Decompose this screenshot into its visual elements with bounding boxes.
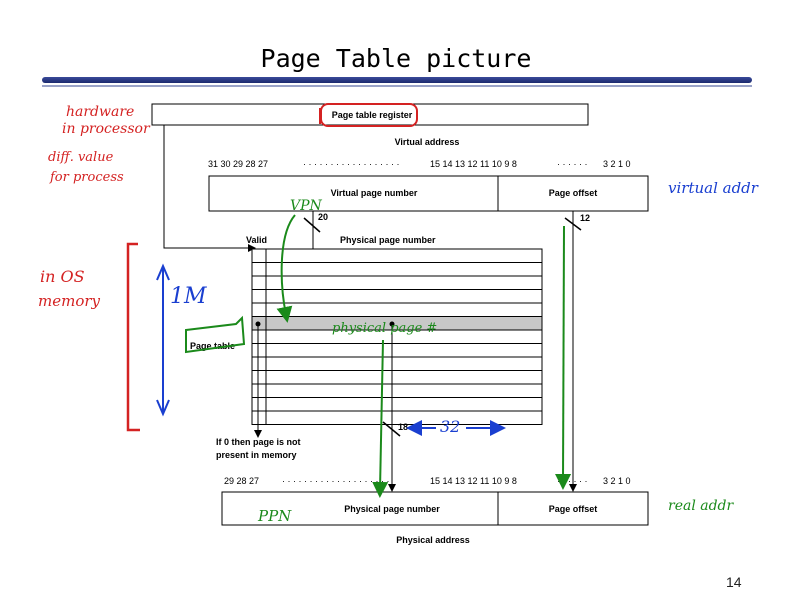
page-table-row [251, 262, 543, 277]
page-table-row [251, 356, 543, 371]
page-table-grid [251, 248, 543, 425]
vpn-width-label: 20 [318, 212, 328, 222]
page-table-row [251, 410, 543, 425]
slide-number: 14 [726, 574, 742, 590]
virtual-address-label: Virtual address [395, 137, 460, 147]
ppn-green-arrow [372, 339, 389, 498]
invalid-note-line2: present in memory [216, 450, 297, 460]
page-table-row [251, 370, 543, 385]
annotation-memory: memory [38, 292, 101, 310]
ppn-width-label: 18 [398, 422, 408, 432]
page-table-callout [185, 315, 246, 354]
register-to-table-line [163, 125, 256, 252]
virtual-page-number-label: Virtual page number [331, 188, 418, 198]
virtual-bits-dots-2: · · · · · · [557, 159, 588, 169]
physical-bits-dots-1: · · · · · · · · · · · · · · · · · · · · [282, 476, 389, 486]
virtual-bits-right: 3 2 1 0 [603, 159, 631, 169]
annotation-real-addr: real addr [668, 498, 735, 514]
annotation-in-processor: in processor [62, 121, 151, 137]
annotation-one-m: 1M [170, 284, 207, 309]
annotation-for-process: for process [49, 170, 124, 185]
annotation-in-os: in OS [40, 267, 85, 286]
physical-bits-dots-2: · · · · · · [557, 476, 588, 486]
physical-address-label: Physical address [396, 535, 470, 545]
physical-page-number-column-label: Physical page number [340, 235, 436, 245]
slide-title: Page Table picture [260, 44, 532, 73]
os-memory-bracket [126, 242, 140, 432]
page-table-row [251, 248, 543, 263]
virtual-bits-dots-1: · · · · · · · · · · · · · · · · · · [303, 159, 399, 169]
virtual-address-box [208, 175, 649, 212]
physical-offset-label: Page offset [549, 504, 598, 514]
annotation-hardware: hardware [66, 104, 134, 120]
physical-page-number-label: Physical page number [344, 504, 440, 514]
invalid-note-line1: If 0 then page is not [216, 437, 301, 447]
offset-green-arrow [555, 225, 572, 490]
annotation-virtual-addr: virtual addr [668, 179, 759, 197]
physical-bits-left: 29 28 27 [224, 476, 259, 486]
physical-bits-right: 3 2 1 0 [603, 476, 631, 486]
page-offset-label: Page offset [549, 188, 598, 198]
page-table-label: Page table [190, 341, 235, 351]
page-table-row [251, 383, 543, 398]
virtual-bits-mid: 15 14 13 12 11 10 9 8 [430, 159, 517, 169]
offset-width-label: 12 [580, 213, 590, 223]
virtual-bits-left: 31 30 29 28 27 [208, 159, 268, 169]
page-table-row [251, 275, 543, 290]
page-table-row [251, 289, 543, 304]
page-table-row [251, 397, 543, 412]
annotation-ppn: PPN [257, 507, 292, 525]
annotation-32: 32 [440, 417, 460, 436]
page-table-row [251, 302, 543, 317]
annotation-physical-page: physical page # [332, 321, 437, 336]
physical-bits-mid: 15 14 13 12 11 10 9 8 [430, 476, 517, 486]
physical-address-box [221, 491, 649, 526]
annotation-diff-value: diff. value [48, 150, 114, 165]
vpn-green-arrow [276, 214, 296, 323]
page-table-row [251, 343, 543, 358]
annotation-vpn: VPN [290, 198, 323, 214]
title-rule [42, 77, 752, 83]
valid-column-label: Valid [246, 235, 267, 245]
title-rule-shadow [42, 85, 752, 87]
page-table-register-label: Page table register [332, 110, 413, 120]
